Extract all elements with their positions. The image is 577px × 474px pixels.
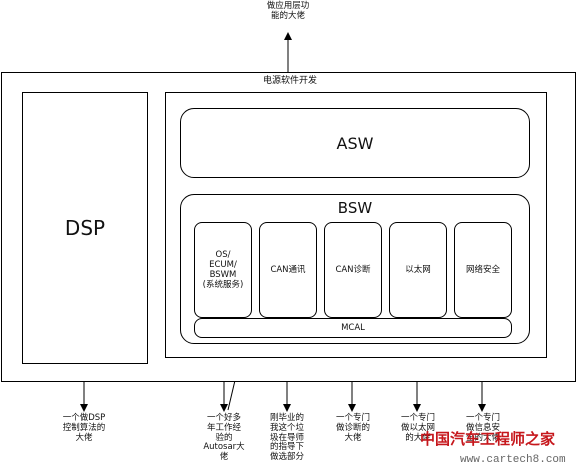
bsw-block [180, 194, 530, 344]
asw-block: ASW [180, 108, 530, 178]
top-annotation: 做应用层功 能的大佬 [266, 1, 310, 21]
bsw-label: BSW [337, 199, 373, 217]
mcal-block: MCAL [194, 318, 512, 338]
annotation-security-expert: 一个专门 做信息安 全的大佬 [465, 413, 500, 443]
annotation-diagnostics-expert: 一个专门 做诊断的 大佬 [335, 413, 370, 443]
bsw-module-ethernet: 以太网 [389, 222, 447, 318]
asw-label: ASW [336, 133, 374, 153]
mcal-label: MCAL [341, 323, 365, 333]
dsp-block: DSP [22, 92, 148, 364]
watermark-brand: 中国汽车工程师之家 [420, 430, 556, 448]
bsw-module-can-diagnostics: CAN诊断 [324, 222, 382, 318]
annotation-ethernet-expert: 一个专门 做以太网 的大佬 [400, 413, 435, 443]
bsw-module-network-security: 网络安全 [454, 222, 512, 318]
dsp-label: DSP [64, 216, 106, 240]
annotation-graduate: 刚毕业的 我这个垃 圾在导师 的指导下 做选部分 [269, 413, 304, 463]
annotation-autosar-veteran: 一个好多 年工作经 验的 Autosar大 佬 [203, 413, 245, 463]
annotation-dsp-expert: 一个做DSP 控制算法的 大佬 [62, 413, 106, 443]
power-software-title: 电源软件开发 [262, 76, 317, 86]
bsw-module-os-ecum-bswm: OS/ ECUM/ BSWM (系统服务) [194, 222, 252, 318]
watermark-url: www.cartech8.com [460, 454, 566, 466]
bsw-module-can-communication: CAN通讯 [259, 222, 317, 318]
